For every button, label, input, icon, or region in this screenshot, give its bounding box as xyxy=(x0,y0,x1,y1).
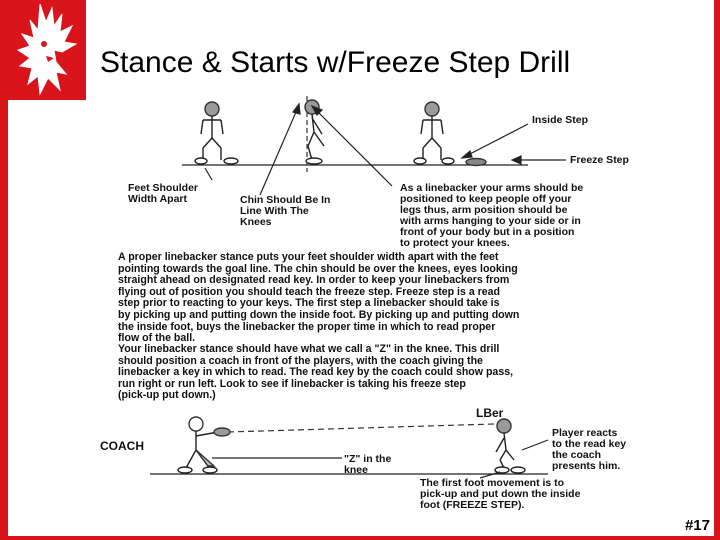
player-reacts-line-4: presents him. xyxy=(552,460,620,472)
first-foot-line-3: foot (FREEZE STEP). xyxy=(420,499,524,511)
arms-line-5: front of your body but in a position xyxy=(400,226,574,238)
arms-line-4: with arms hanging to your side or in xyxy=(399,215,581,227)
first-foot-line-2: pick-up and put down the inside xyxy=(420,488,581,500)
inside-step-label: Inside Step xyxy=(532,114,588,126)
figure-stance-front xyxy=(194,101,239,165)
logo-panel xyxy=(0,0,86,100)
pointer-arrows-top xyxy=(204,102,566,196)
arms-line-6: to protect your knees. xyxy=(400,237,510,249)
feet-shoulder-line-2: Width Apart xyxy=(128,193,188,205)
eagle-logo-icon xyxy=(16,3,78,96)
arms-line-2: positioned to keep people off your xyxy=(400,193,572,205)
z-knee-paragraph: Your linebacker stance should have what … xyxy=(118,343,514,402)
player-reacts-line-3: the coach xyxy=(552,449,601,461)
arms-line-1: As a linebacker your arms should be xyxy=(400,182,583,194)
chin-line-2: Line With The xyxy=(240,205,309,217)
freeze-step-label: Freeze Step xyxy=(570,154,629,166)
figure-freeze-step xyxy=(413,101,487,167)
slide-title: Stance & Starts w/Freeze Step Drill xyxy=(100,46,571,79)
right-red-border xyxy=(714,0,720,540)
slide-number: #17 xyxy=(684,517,710,534)
figure-lber xyxy=(494,418,526,474)
z-knee-line-2: knee xyxy=(344,464,368,476)
coach-label: COACH xyxy=(100,439,144,453)
chin-line-3: Knees xyxy=(240,216,272,228)
first-foot-line-1: The first foot movement is to xyxy=(420,477,564,489)
left-red-border xyxy=(0,0,8,540)
player-reacts-line-1: Player reacts xyxy=(552,427,618,439)
coach-to-lber-dashed xyxy=(227,423,495,433)
arms-line-3: legs thus, arm position should be xyxy=(400,204,568,216)
stance-paragraph: A proper linebacker stance puts your fee… xyxy=(118,251,520,345)
bottom-red-border xyxy=(0,536,720,540)
lber-label: LBer xyxy=(476,406,504,420)
z-knee-line-1: "Z" in the xyxy=(344,453,391,465)
chin-line-1: Chin Should Be In xyxy=(240,194,330,206)
player-reacts-line-2: to the read key xyxy=(552,438,626,450)
pointer-arrows-bottom xyxy=(212,439,549,479)
figure-coach xyxy=(177,416,231,474)
feet-shoulder-line-1: Feet Shoulder xyxy=(128,182,198,194)
